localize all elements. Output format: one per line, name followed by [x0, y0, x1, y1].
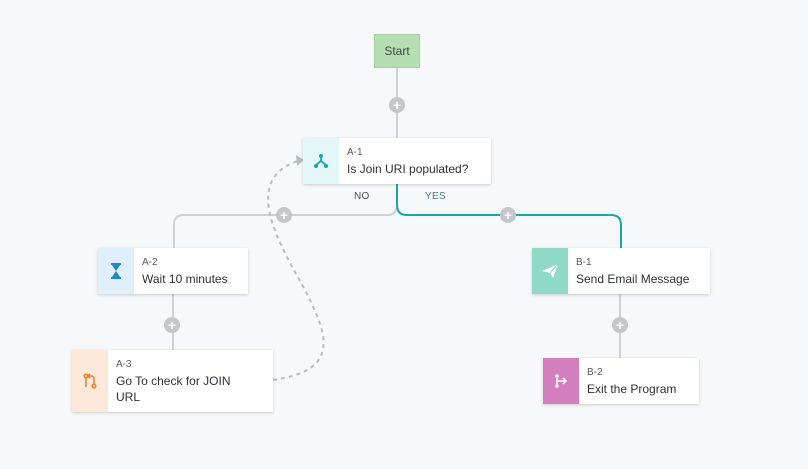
- branch-label-yes: YES: [425, 191, 446, 202]
- branch-label-no: NO: [354, 191, 370, 202]
- add-step-button-after-a2[interactable]: +: [164, 317, 180, 333]
- step-icon-box: [532, 248, 568, 294]
- start-node[interactable]: Start: [374, 34, 420, 68]
- exit-icon: [555, 374, 568, 388]
- hourglass-icon: [111, 263, 121, 279]
- plus-icon: +: [167, 316, 177, 333]
- step-title: Send Email Message: [576, 271, 690, 286]
- step-title: Is Join URI populated?: [347, 161, 469, 176]
- step-id: A-1: [347, 146, 363, 158]
- step-icon-box: [303, 138, 339, 184]
- step-title: Wait 10 minutes: [142, 271, 228, 286]
- start-label: Start: [384, 44, 410, 58]
- step-icon-box: [543, 358, 579, 404]
- step-icon-box: [72, 350, 108, 412]
- step-card-a1[interactable]: A-1 Is Join URI populated?: [303, 138, 491, 184]
- step-card-a2[interactable]: A-2 Wait 10 minutes: [98, 248, 248, 294]
- step-card-b2[interactable]: B-2 Exit the Program: [543, 358, 699, 404]
- split-decision-icon: [314, 154, 328, 168]
- step-id: B-1: [576, 256, 592, 268]
- add-step-button-yes-branch[interactable]: +: [500, 207, 516, 223]
- step-id: A-2: [142, 256, 158, 268]
- plus-icon: +: [392, 96, 402, 113]
- goto-loop-icon: [83, 373, 97, 389]
- plus-icon: +: [279, 206, 289, 223]
- paper-plane-icon: [542, 263, 559, 278]
- connector-goto-loop: [267, 160, 325, 381]
- step-icon-box: [98, 248, 134, 294]
- plus-icon: +: [615, 316, 625, 333]
- plus-icon: +: [503, 206, 513, 223]
- add-step-button-after-b1[interactable]: +: [612, 317, 628, 333]
- step-id: B-2: [587, 366, 603, 378]
- step-title: Go To check for JOIN URL: [116, 373, 231, 404]
- loop-arrowhead: [296, 155, 304, 166]
- step-card-a3[interactable]: A-3 Go To check for JOIN URL: [72, 350, 273, 412]
- add-step-button-no-branch[interactable]: +: [276, 207, 292, 223]
- step-title: Exit the Program: [587, 381, 677, 396]
- add-step-button-after-start[interactable]: +: [389, 97, 405, 113]
- step-id: A-3: [116, 358, 132, 370]
- step-card-b1[interactable]: B-1 Send Email Message: [532, 248, 710, 294]
